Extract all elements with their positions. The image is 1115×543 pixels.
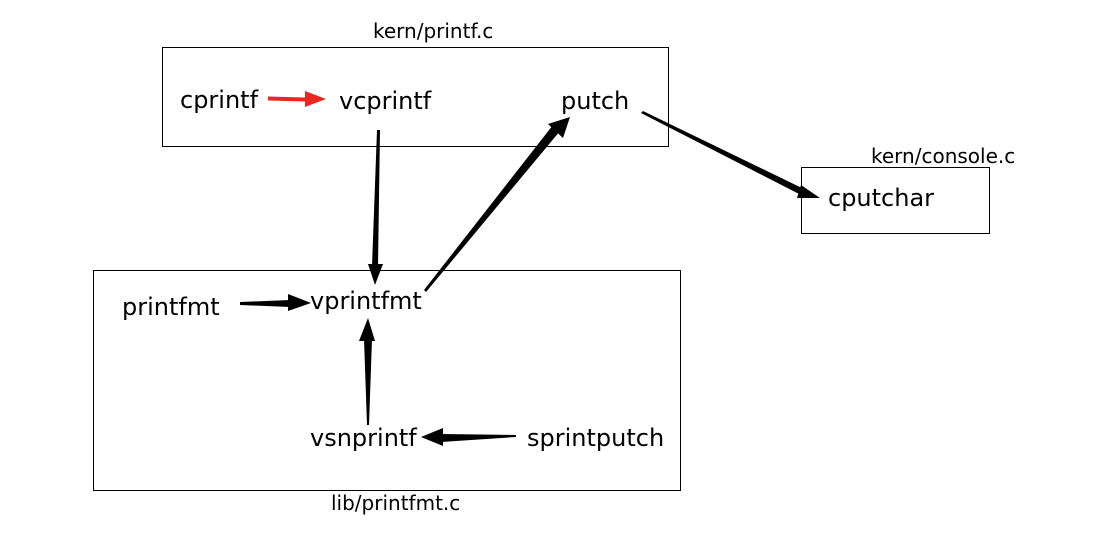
cputchar-node: cputchar [828, 184, 935, 212]
sprintputch-node: sprintputch [527, 424, 665, 452]
vsnprintf-node: vsnprintf [310, 424, 417, 452]
arrow-cprintf-to-vcprintf [268, 91, 326, 107]
arrow-vprintfmt-to-putch [424, 117, 570, 292]
arrow-vcprintf-to-vprintfmt [368, 130, 383, 285]
arrow-putch-to-cputchar [641, 111, 820, 198]
printfmt-file-box [93, 270, 681, 491]
printf-file-label: kern/printf.c [373, 19, 494, 43]
arrow-vsnprintf-to-vprintfmt [359, 318, 375, 425]
console-file-label: kern/console.c [871, 144, 1016, 168]
cprintf-node: cprintf [180, 86, 259, 114]
putch-node: putch [561, 87, 630, 115]
printf-file-box [162, 47, 669, 147]
vprintfmt-node: vprintfmt [310, 287, 422, 315]
arrow-printfmt-to-vprintfmt [240, 294, 311, 311]
printfmt-file-label: lib/printfmt.c [331, 491, 461, 515]
arrow-sprintputch-to-vsnprintf [421, 428, 516, 446]
vcprintf-node: vcprintf [339, 87, 432, 115]
printfmt-node: printfmt [122, 293, 220, 321]
console-file-box [801, 167, 990, 234]
